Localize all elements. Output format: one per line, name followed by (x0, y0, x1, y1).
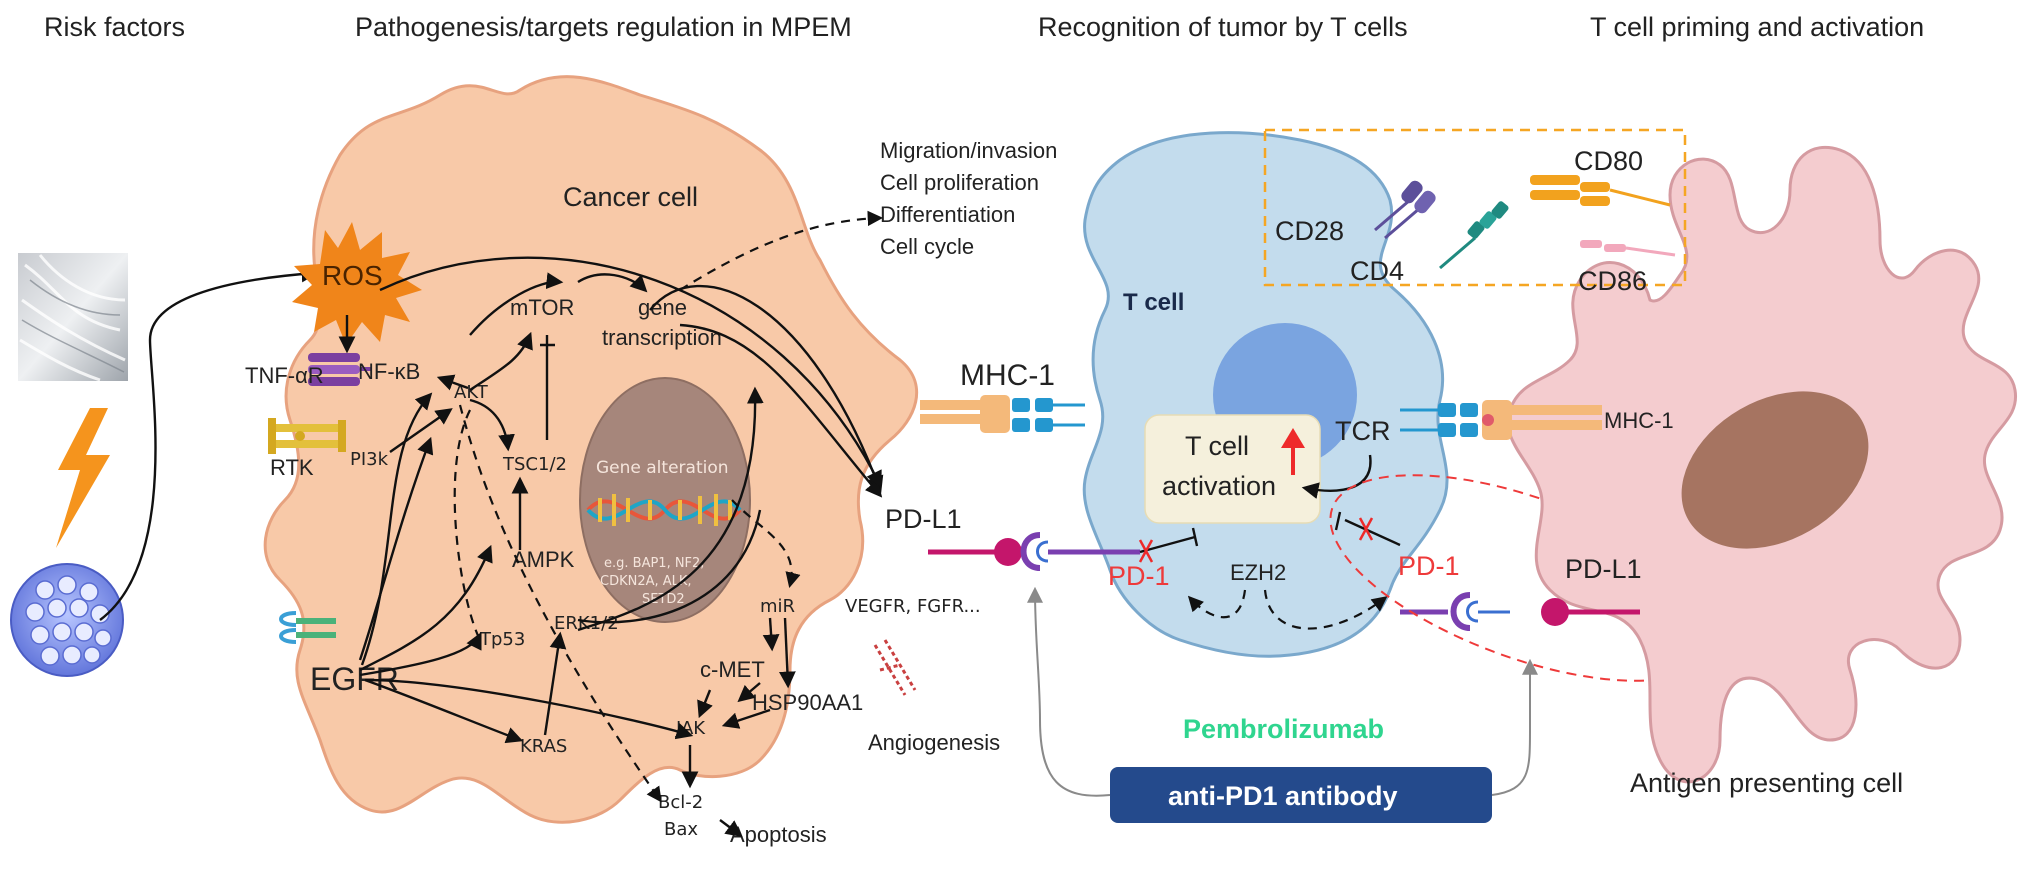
pd1-left-receptor (1020, 532, 1140, 571)
apc-title: Antigen presenting cell (1630, 768, 1903, 798)
cd86-label: CD86 (1578, 266, 1647, 296)
cd80-label: CD80 (1574, 146, 1643, 176)
bax-label: Bax (664, 819, 698, 840)
header-pathogenesis: Pathogenesis/targets regulation in MPEM (355, 12, 852, 42)
ampk-label: AMPK (512, 547, 575, 572)
asbestos-image (18, 253, 128, 382)
pathway-arrows (358, 210, 884, 838)
cd4-receptor-icon (1439, 201, 1509, 270)
apc-nucleus (1681, 391, 1869, 549)
t-cell-activation-line1: T cell (1185, 431, 1249, 461)
mir-label: miR (760, 596, 795, 617)
nucleus-example-3: SETD2 (642, 592, 685, 607)
nucleus-example-1: e.g. BAP1, NF2, (604, 556, 704, 571)
cd86-receptor-icon (1580, 240, 1676, 257)
dna-icon (586, 494, 742, 526)
cd80-receptor-icon (1530, 175, 1671, 207)
ros-label: ROS (322, 260, 383, 291)
cmet-label: c-MET (700, 657, 765, 682)
mtor-label: mTOR (510, 295, 574, 320)
outcome-migration: Migration/invasion (880, 138, 1057, 163)
egfr-label: EGFR (310, 661, 399, 697)
pdl1-cancer-receptor (928, 538, 1022, 566)
t-cell-title: T cell (1123, 289, 1184, 316)
pd1-right-receptor (1400, 592, 1510, 631)
hsp-label: HSP90AA1 (752, 690, 863, 715)
header-priming: T cell priming and activation (1590, 12, 1924, 42)
lightning-icon (56, 408, 110, 548)
outcome-proliferation: Cell proliferation (880, 170, 1039, 195)
kras-label: KRAS (520, 736, 567, 757)
ros-burst-icon (292, 222, 422, 345)
rtk-label: RTK (270, 455, 314, 480)
t-cell-activation-line2: activation (1162, 471, 1276, 501)
angiogenesis-label: Angiogenesis (868, 730, 1000, 755)
bcl2-label: Bcl-2 (658, 792, 703, 813)
drug-name: Pembrolizumab (1183, 714, 1384, 744)
cd4-label: CD4 (1350, 256, 1404, 286)
virus-icon (10, 563, 124, 677)
pd1-right-block-mark (1358, 517, 1374, 541)
nucleus-example-2: CDKN2A, ALK, (600, 574, 692, 589)
apoptosis-label: Apoptosis (730, 822, 827, 847)
tp53-label: Tp53 (479, 629, 525, 650)
antibody-label: anti-PD1 antibody (1168, 781, 1398, 811)
mhc-apc-complex (1400, 400, 1602, 440)
jak-label: JAK (675, 718, 706, 739)
pd1-left-label: PD-1 (1108, 561, 1170, 591)
vegfr-receptor-icon (873, 639, 917, 696)
pdl1-apc-label: PD-L1 (1565, 554, 1642, 584)
costim-box (1263, 128, 1687, 287)
mhc-apc-label: MHC-1 (1604, 408, 1674, 433)
header-risk-factors: Risk factors (44, 12, 185, 42)
pdl1-cancer-label: PD-L1 (885, 504, 962, 534)
tcr-label: TCR (1335, 416, 1391, 446)
cd28-label: CD28 (1275, 216, 1344, 246)
risk-to-ros-arrow (99, 265, 319, 621)
vegfr-label: VEGFR, FGFR... (845, 596, 981, 617)
tsc-label: TSC1/2 (502, 454, 567, 475)
pdl1-apc-receptor (1541, 598, 1640, 626)
tnf-receptor-icon (308, 353, 372, 386)
t-cell-activation-box (1144, 414, 1321, 524)
ezh2-label: EZH2 (1230, 560, 1286, 585)
pd1-right-label: PD-1 (1398, 551, 1460, 581)
antibody-left-arrow (1027, 586, 1111, 797)
outcome-differentiation: Differentiation (880, 202, 1015, 227)
rtk-receptor-icon (268, 418, 346, 454)
antibody-right-arrow (1491, 658, 1538, 796)
outcome-cell-cycle: Cell cycle (880, 234, 974, 259)
antibody-box (1110, 767, 1492, 823)
pi3k-label: PI3k (350, 449, 389, 470)
cancer-cell-title: Cancer cell (563, 182, 698, 212)
erk-label: ERK1/2 (554, 613, 619, 634)
nfkb-label: NF-κB (358, 359, 420, 384)
mhc-cancer-complex (920, 395, 1085, 433)
egfr-receptor-icon (279, 611, 336, 644)
mhc-cancer-label: MHC-1 (960, 359, 1055, 392)
tnf-label: TNF-αR (245, 363, 324, 388)
nucleus-title: Gene alteration (596, 458, 729, 478)
header-recognition: Recognition of tumor by T cells (1038, 12, 1408, 42)
cd28-receptor-icon (1374, 180, 1436, 240)
pd1-left-block-mark (1138, 539, 1154, 563)
nucleus: Gene alteration e.g. BAP1, NF2, CDKN2A, … (579, 377, 751, 623)
